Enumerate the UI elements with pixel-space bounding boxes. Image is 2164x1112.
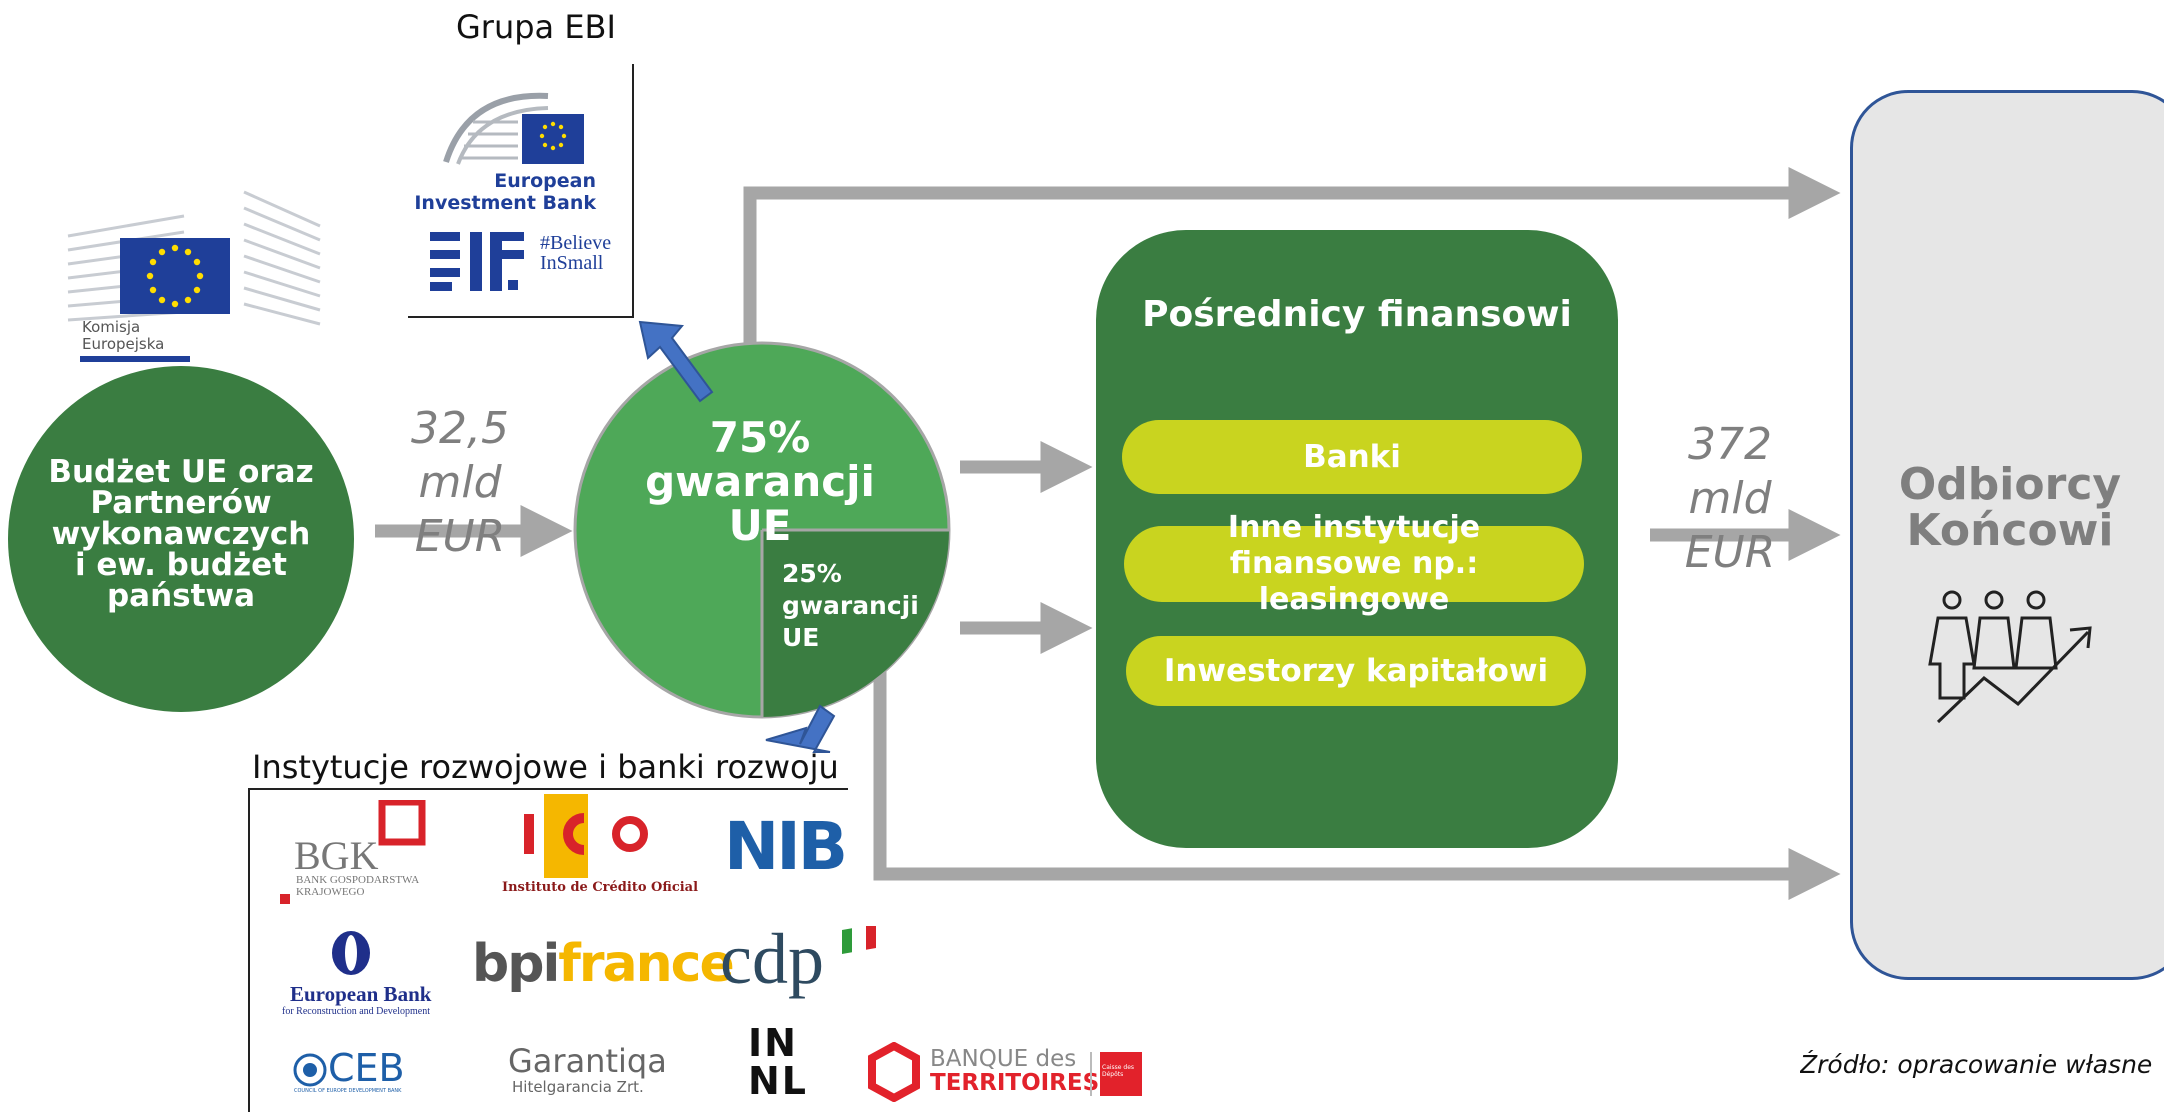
slice-text-2: UE	[782, 623, 820, 652]
amount-in-unit: mld EUR	[414, 457, 506, 562]
eif-tagline-2: InSmall	[540, 252, 604, 274]
people-growth-icon	[1928, 590, 2092, 724]
bpi-part-2: france	[558, 934, 734, 994]
amount-out-unit: mld EUR	[1684, 473, 1776, 578]
innl-logo: IN NL	[748, 1024, 808, 1100]
bpifrance-logo: bpifrance	[472, 934, 735, 994]
ebi-logo-box: European Investment Bank #Believe InSmal…	[408, 64, 634, 318]
bdt-line-2: TERRITOIRES	[930, 1070, 1100, 1096]
ebrd-line-2: for Reconstruction and Development	[282, 1006, 431, 1017]
eu-budget-circle: Budżet UE oraz Partnerów wykonawczych i …	[8, 366, 354, 712]
cdp-logo: cdp	[720, 919, 824, 999]
intermediary-investors: Inwestorzy kapitałowi	[1126, 636, 1586, 706]
budget-line-5: państwa	[106, 577, 255, 614]
guarantee-pie	[573, 341, 951, 719]
guarantee-slice-25	[762, 530, 949, 717]
slice-pct: 25%	[782, 559, 842, 588]
institutions-box	[248, 788, 848, 1112]
guarantee-slice-label: 25% gwarancji UE	[782, 558, 919, 654]
amount-in-value: 32,5	[411, 403, 509, 454]
budget-line-4: i ew. budżet	[74, 546, 287, 583]
ebrd-line-1: European Bank	[290, 982, 432, 1006]
slice-text-1: gwarancji	[782, 591, 919, 620]
source-note: Źródło: opracowanie własne	[1800, 1050, 2153, 1079]
amount-out: 372 mld EUR	[1640, 418, 1820, 580]
garantiqa-name: Garantiqa	[508, 1042, 667, 1080]
garantiqa-sub: Hitelgarancia Zrt.	[512, 1078, 644, 1096]
amount-in: 32,5 mld EUR	[370, 402, 550, 564]
blue-arrow-down-icon	[765, 704, 836, 753]
guarantee-main-label: 75% gwarancji UE	[610, 416, 910, 548]
nib-logo: NIB	[724, 808, 848, 885]
bgk-logo	[280, 800, 426, 904]
guarantee-main-text: gwarancji UE	[645, 457, 875, 550]
blue-arrow-up-icon	[638, 320, 714, 403]
eif-tagline-1: #Believe	[540, 232, 612, 254]
eif-logo	[430, 232, 524, 291]
bgk-sub-1: BANK GOSPODARSTWA	[296, 874, 420, 886]
budget-line-3: wykonawczych	[51, 515, 311, 552]
italian-flag-icon	[842, 926, 876, 954]
budget-line-2: Partnerów	[90, 484, 272, 521]
bdt-badge: Caisse des Dépôts	[1100, 1052, 1142, 1096]
bdt-line-1: BANQUE des	[930, 1046, 1077, 1072]
eib-name-line1: European	[494, 170, 596, 192]
budget-line-1: Budżet UE oraz	[48, 453, 314, 490]
bgk-name: BGK	[294, 833, 379, 878]
ico-logo	[524, 794, 648, 878]
innl-line-1: IN	[748, 1021, 798, 1065]
ebrd-icon	[332, 931, 370, 975]
ceb-sub: COUNCIL OF EUROPE DEVELOPMENT BANK	[294, 1088, 402, 1094]
ebi-group-title: Grupa EBI	[456, 8, 616, 46]
ceb-name: CEB	[328, 1046, 405, 1090]
arrow-bottom-bypass	[873, 650, 1841, 900]
commission-label-1: Komisja	[82, 318, 141, 336]
bdt-divider	[1090, 1052, 1092, 1096]
final-recipients-box	[1850, 90, 2164, 980]
innl-line-2: NL	[748, 1059, 809, 1103]
ico-name: Instituto de Crédito Oficial	[502, 880, 699, 895]
bdt-hexagon-icon	[868, 1042, 920, 1102]
bpi-part-1: bpi	[472, 934, 560, 994]
recipients-line-2: Końcowi	[1906, 505, 2114, 556]
arrow-top-bypass	[743, 167, 1841, 345]
intermediaries-title: Pośrednicy finansowi	[1142, 294, 1572, 335]
intermediary-other-institutions: Inne instytucje finansowe np.: leasingow…	[1124, 510, 1584, 617]
amount-out-value: 372	[1688, 419, 1772, 470]
bgk-sub-2: KRAJOWEGO	[296, 886, 365, 898]
guarantee-main-pct: 75%	[709, 413, 811, 462]
commission-label-2: Europejska	[82, 335, 165, 353]
recipients-line-1: Odbiorcy	[1898, 459, 2122, 510]
ceb-icon	[293, 1053, 327, 1087]
eib-logo	[443, 92, 584, 165]
recipients-title: Odbiorcy Końcowi	[1860, 462, 2160, 554]
european-commission-logo	[67, 190, 321, 362]
intermediary-banks: Banki	[1122, 420, 1582, 494]
institutions-title: Instytucje rozwojowe i banki rozwoju	[252, 748, 839, 786]
eib-name-line2: Investment Bank	[414, 192, 596, 214]
